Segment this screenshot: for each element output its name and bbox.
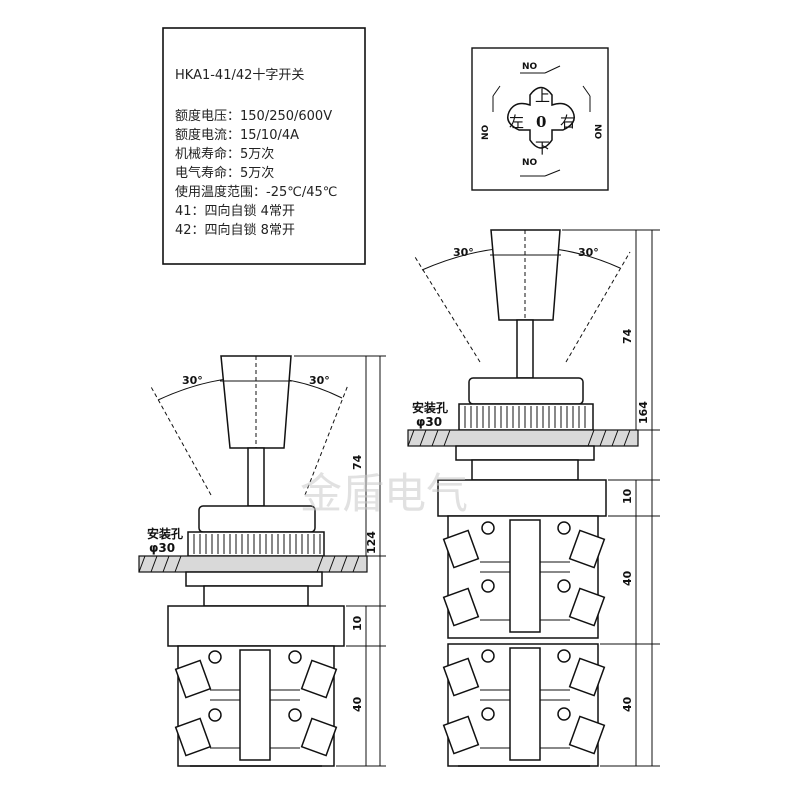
spec-line-voltage: 额度电压：150/250/600V <box>175 108 332 124</box>
right-cap <box>468 377 584 405</box>
spec-line-41: 41：四向自锁 4常开 <box>175 203 295 219</box>
left-dim-10: 10 <box>351 615 364 631</box>
direction-down: 下 <box>535 139 550 157</box>
spec-line-42: 42：四向自锁 8常开 <box>175 222 295 238</box>
right-plate-hatch <box>407 429 631 447</box>
left-angle-line-left <box>149 384 212 496</box>
right-mount-diameter: φ30 <box>416 415 442 429</box>
left-dim-40: 40 <box>351 696 364 712</box>
left-dim-74: 74 <box>351 454 364 470</box>
right-knurled-ring <box>458 403 594 431</box>
contact-no-right: NO <box>592 124 602 140</box>
left-mount-plate <box>138 555 368 573</box>
left-lower-ring <box>185 571 323 587</box>
direction-center: 0 <box>536 113 546 131</box>
right-dim-40-b: 40 <box>621 696 634 712</box>
spec-title: HKA1-41/42十字开关 <box>175 68 304 83</box>
left-neck <box>203 585 309 607</box>
contact-top-arm <box>544 65 561 74</box>
left-terminals <box>174 650 338 757</box>
left-knurled-ring <box>187 531 325 557</box>
right-terminals-2 <box>442 649 606 755</box>
left-dim-124: 124 <box>365 531 378 554</box>
direction-left: 左 <box>509 113 524 131</box>
right-center-actuator-2 <box>509 647 541 761</box>
direction-right: 右 <box>560 113 575 131</box>
left-shaft <box>247 447 265 507</box>
spec-box-border <box>162 27 366 265</box>
spec-line-mech-life: 机械寿命：5万次 <box>175 146 274 162</box>
right-switch: 30° 30° 安装孔 φ30 <box>407 229 660 767</box>
left-center-actuator <box>239 649 271 761</box>
spec-line-temp: 使用温度范围：-25℃/45℃ <box>175 184 337 200</box>
left-angle-label-left: 30° <box>182 374 203 387</box>
right-shaft <box>516 319 534 379</box>
left-cap <box>198 505 316 533</box>
left-base-block <box>167 605 345 647</box>
right-base-block <box>437 479 607 517</box>
left-angle-line-right <box>304 384 349 496</box>
right-angle-line-left <box>414 256 481 363</box>
spec-line-current: 额度电流：15/10/4A <box>175 127 299 143</box>
cross-outline <box>507 86 575 149</box>
left-mount-diameter: φ30 <box>149 541 175 555</box>
right-mount-label: 安装孔 <box>412 400 448 415</box>
direction-up: 上 <box>535 87 550 105</box>
right-dim-74: 74 <box>621 328 634 344</box>
spec-box: HKA1-41/42十字开关 额度电压：150/250/600V 额度电流：15… <box>162 27 366 265</box>
right-terminals-1 <box>442 521 606 627</box>
right-center-actuator-1 <box>509 519 541 633</box>
contact-left-arm <box>492 85 501 97</box>
left-dimensions: 74 124 10 40 <box>294 355 386 767</box>
left-switch: 30° 30° 安装孔 φ30 <box>138 355 386 767</box>
left-angle-label-right: 30° <box>309 374 330 387</box>
right-knurl-marks <box>464 406 586 428</box>
contact-right-arm <box>582 85 591 97</box>
left-mount-label: 安装孔 <box>147 526 183 541</box>
contact-no-left: NO <box>481 124 491 140</box>
contact-no-bottom: NO <box>522 158 538 168</box>
right-angle-label-left: 30° <box>453 246 474 259</box>
right-angle-label-right: 30° <box>578 246 599 259</box>
right-dim-40-a: 40 <box>621 570 634 586</box>
spec-line-elec-life: 电气寿命：5万次 <box>175 165 274 181</box>
watermark: 金盾电气 <box>300 469 468 518</box>
right-neck <box>471 459 579 481</box>
left-knurl-marks <box>193 534 321 554</box>
right-angle-line-right <box>565 251 631 363</box>
right-dim-164: 164 <box>637 401 650 424</box>
right-lower-ring <box>455 445 595 461</box>
left-plate-hatch <box>138 555 360 573</box>
contact-bottom-arm <box>544 169 561 177</box>
contact-no-top: NO <box>522 62 538 72</box>
direction-diagram: 上 下 左 右 0 NO NO NO NO <box>471 47 609 191</box>
right-dim-10: 10 <box>621 488 634 504</box>
right-dimensions: 74 164 10 40 40 <box>562 229 660 767</box>
